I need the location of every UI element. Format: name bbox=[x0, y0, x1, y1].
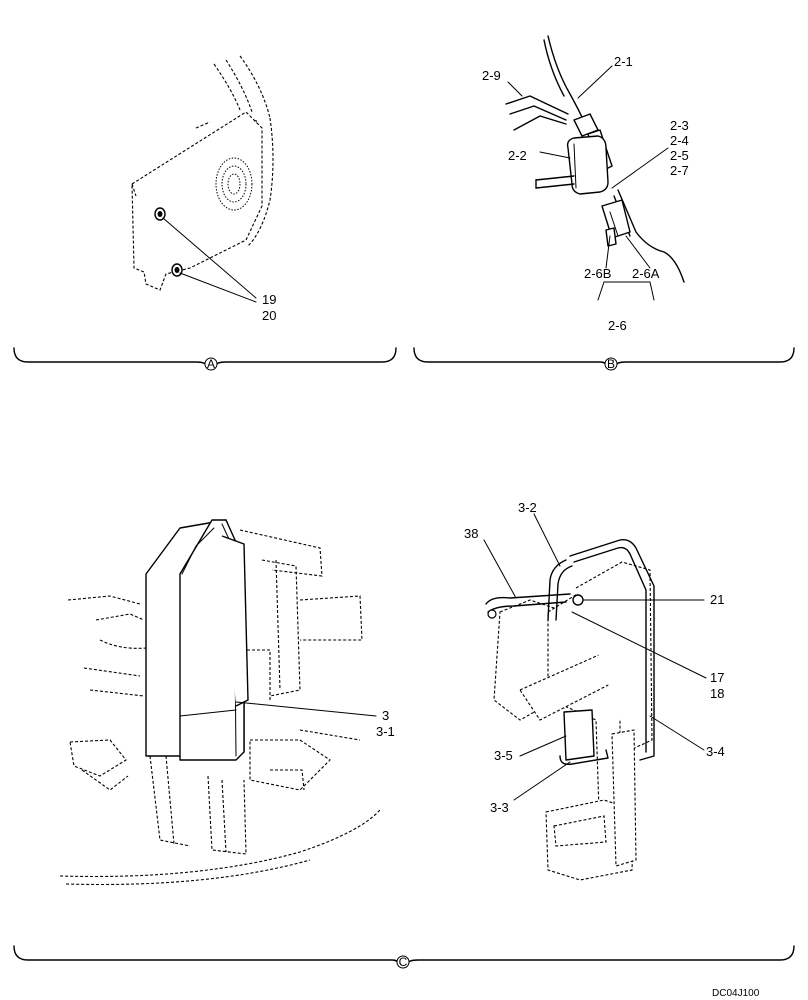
bracket-3-3 bbox=[559, 749, 609, 766]
callout-3: 3 bbox=[382, 708, 389, 723]
callout-19: 19 bbox=[262, 292, 276, 307]
callout-2-4: 2-4 bbox=[670, 133, 689, 148]
callout-18: 18 bbox=[710, 686, 724, 701]
rod-38 bbox=[485, 593, 571, 605]
view-a: 19 20 A bbox=[13, 55, 397, 371]
view-b: 2-1 2-9 2-3 2-4 2-5 2-7 2-2 2-6B 2-6A 2-… bbox=[413, 35, 795, 371]
callout-2-2: 2-2 bbox=[508, 148, 527, 163]
callout-20: 20 bbox=[262, 308, 276, 323]
callout-3-2: 3-2 bbox=[518, 500, 537, 515]
part-2-6B bbox=[605, 227, 617, 247]
callout-2-7: 2-7 bbox=[670, 163, 689, 178]
view-b-tag: B bbox=[607, 357, 615, 371]
callout-3-3: 3-3 bbox=[490, 800, 509, 815]
cover-panel bbox=[131, 111, 263, 291]
view-a-tag: A bbox=[207, 357, 215, 371]
part-2-6A bbox=[601, 199, 631, 239]
callout-21: 21 bbox=[710, 592, 724, 607]
view-b-bracket bbox=[413, 347, 795, 367]
bracket-3-5 bbox=[563, 709, 595, 761]
hose-2-9 bbox=[505, 95, 569, 115]
callout-2-6A: 2-6A bbox=[632, 266, 660, 281]
view-c-left: 3 3-1 bbox=[59, 519, 395, 886]
bolt-19 bbox=[154, 207, 166, 221]
block-2-2 bbox=[566, 135, 609, 195]
callout-3-4: 3-4 bbox=[706, 744, 725, 759]
callout-2-6B: 2-6B bbox=[584, 266, 611, 281]
view-c-tag: C bbox=[399, 955, 408, 969]
fitting-21 bbox=[572, 594, 584, 606]
hose-3-2 bbox=[547, 559, 567, 621]
callout-2-5: 2-5 bbox=[670, 148, 689, 163]
callout-2-1: 2-1 bbox=[614, 54, 633, 69]
grille bbox=[215, 157, 253, 211]
tube-3-4 bbox=[569, 538, 655, 761]
callout-2-9: 2-9 bbox=[482, 68, 501, 83]
callout-2-6: 2-6 bbox=[608, 318, 627, 333]
callout-38: 38 bbox=[464, 526, 478, 541]
drawing-code: DC04J100 bbox=[712, 988, 760, 999]
callout-3-5: 3-5 bbox=[494, 748, 513, 763]
callout-3-1: 3-1 bbox=[376, 724, 395, 739]
view-c-right: 3-2 38 21 17 18 3-5 3-4 3-3 bbox=[464, 500, 725, 881]
callout-17: 17 bbox=[710, 670, 724, 685]
cover-3 bbox=[145, 519, 249, 761]
callout-2-3: 2-3 bbox=[670, 118, 689, 133]
bolt-20 bbox=[171, 263, 183, 277]
view-c: C bbox=[13, 945, 795, 969]
